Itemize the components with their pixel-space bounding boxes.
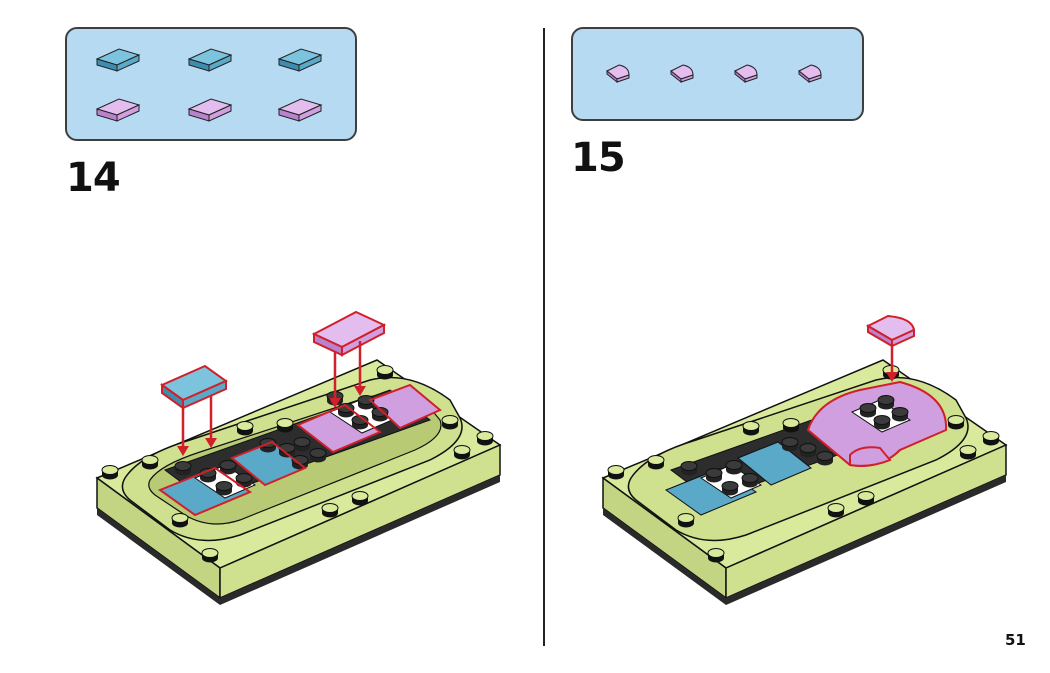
arrow-down-icon [329,341,366,408]
quarter-round-tile-lavender-icon [865,314,916,348]
quarter-round-tile-lavender-icon [798,64,822,84]
parts-list-step-15 [606,64,822,84]
arrow-down-icon [177,396,217,456]
tile-1x2-blue-icon [187,48,233,72]
quarter-round-tile-lavender-icon [734,64,758,84]
arrow-down-icon [886,346,898,382]
parts-list-step-14 [95,48,323,122]
tile-1x2-lavender-icon [277,98,323,122]
step-number-15: 15 [571,135,626,181]
quarter-round-tile-lavender-icon [606,64,630,84]
tile-1x2-lavender-icon [95,98,141,122]
tile-1x2-lavender-icon [311,310,387,357]
tile-1x2-lavender-icon [187,98,233,122]
tile-1x2-blue-icon [95,48,141,72]
tile-1x2-blue-icon [277,48,323,72]
step-number-14: 14 [66,155,121,201]
quarter-round-tile-lavender-icon [670,64,694,84]
base-plate [601,359,1008,605]
parts-callout-step-15 [571,27,864,121]
page-number: 51 [1005,631,1026,649]
page-divider [543,28,545,646]
parts-callout-step-14 [65,27,357,141]
